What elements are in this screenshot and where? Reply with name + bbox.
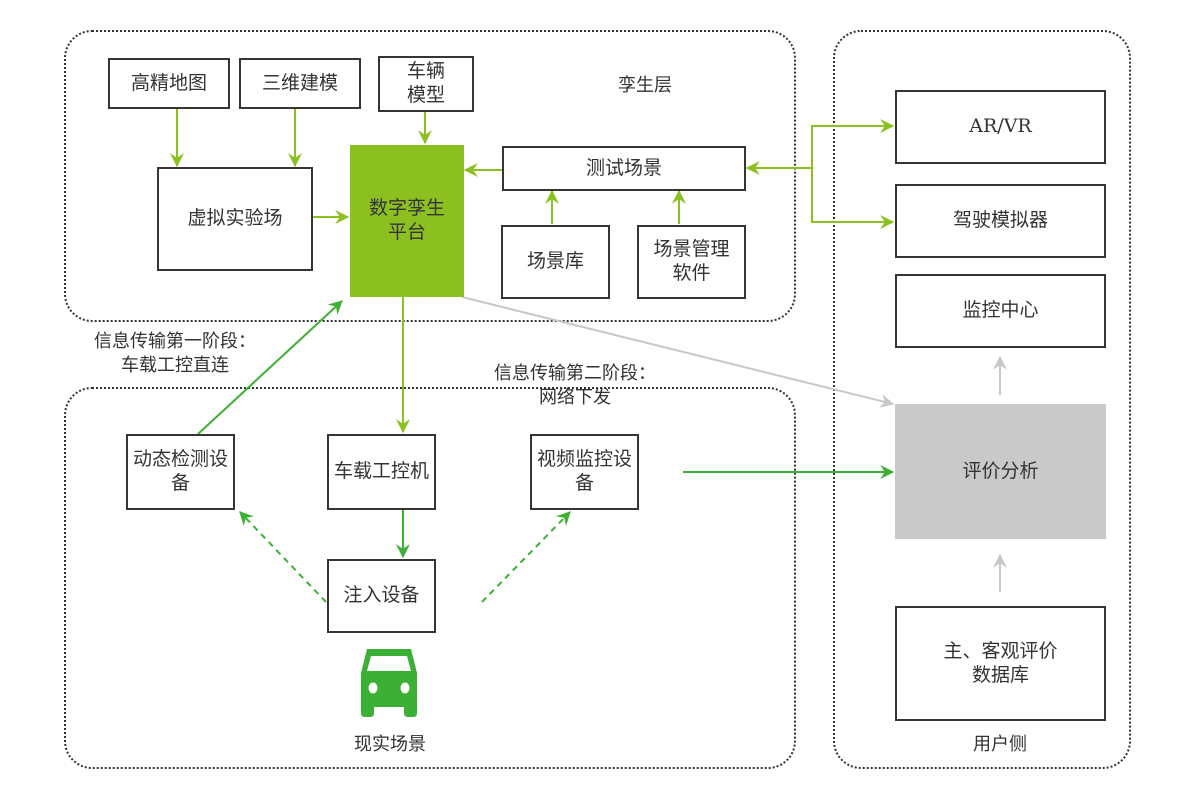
node-virtual-proving-ground: 虚拟实验场 bbox=[157, 167, 313, 271]
node-scenario-library: 场景库 bbox=[501, 225, 610, 299]
node-test-scenario: 测试场景 bbox=[502, 146, 746, 191]
node-dynamic-detection-device: 动态检测设备 bbox=[126, 434, 235, 510]
node-onboard-ipc: 车载工控机 bbox=[327, 434, 436, 510]
node-monitoring-center: 监控中心 bbox=[895, 274, 1106, 348]
stage1-annotation: 信息传输第一阶段： 车载工控直连 bbox=[94, 331, 256, 377]
twin-layer-region bbox=[64, 30, 796, 322]
stage2-annotation: 信息传输第二阶段： 网络下发 bbox=[494, 363, 656, 409]
node-evaluation-database: 主、客观评价 数据库 bbox=[895, 606, 1106, 721]
node-video-monitoring-device: 视频监控设备 bbox=[530, 434, 639, 510]
twin-layer-label: 孪生层 bbox=[618, 75, 672, 96]
node-injection-device: 注入设备 bbox=[327, 559, 436, 633]
node-3d-modeling: 三维建模 bbox=[239, 58, 361, 109]
car-icon bbox=[361, 649, 417, 717]
node-scenario-mgmt-software: 场景管理 软件 bbox=[637, 225, 746, 299]
node-hd-map: 高精地图 bbox=[108, 58, 230, 109]
node-ar-vr: AR/VR bbox=[895, 90, 1106, 164]
node-vehicle-model: 车辆 模型 bbox=[378, 56, 474, 112]
real-scene-region bbox=[64, 387, 796, 769]
real-scene-label: 现实场景 bbox=[354, 734, 426, 755]
node-digital-twin-platform: 数字孪生 平台 bbox=[350, 145, 464, 297]
user-side-label: 用户侧 bbox=[973, 734, 1027, 755]
node-evaluation-analysis: 评价分析 bbox=[895, 404, 1106, 539]
node-driving-simulator: 驾驶模拟器 bbox=[895, 184, 1106, 258]
